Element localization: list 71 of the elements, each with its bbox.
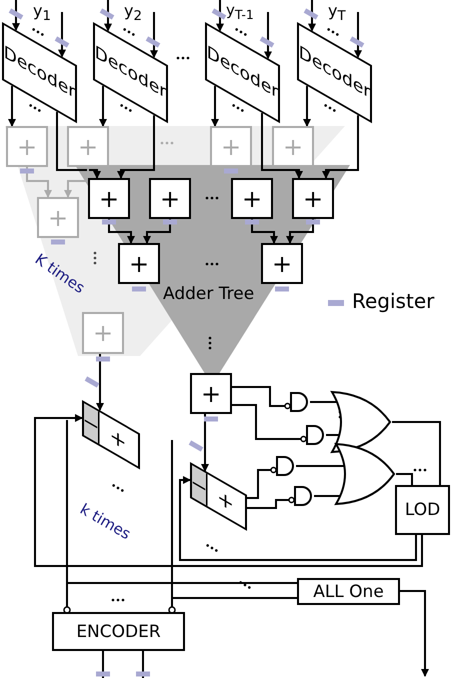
arrow — [8, 86, 16, 127]
or-gate — [330, 390, 392, 454]
logic-block: LOD — [395, 485, 450, 535]
signal-label: y$_{2}$ — [124, 1, 142, 24]
arrow — [96, 354, 104, 411]
wire — [396, 473, 413, 485]
sign-text: − — [192, 467, 206, 504]
arrow — [150, 12, 158, 58]
arrow — [26, 167, 52, 198]
and-gate — [300, 425, 326, 445]
arrow — [303, 86, 311, 127]
wire — [247, 499, 289, 509]
adder-box: + — [149, 178, 191, 219]
wire — [310, 401, 337, 403]
adder-box: + — [82, 312, 124, 354]
arrow — [104, 0, 112, 32]
sign-text: + — [108, 420, 128, 458]
arrow — [179, 476, 417, 561]
arrow — [58, 12, 66, 58]
wire — [232, 386, 285, 407]
adder-box: + — [190, 373, 232, 414]
arrow — [34, 414, 423, 567]
wire — [67, 582, 297, 584]
wire — [102, 651, 104, 678]
wire — [232, 404, 301, 440]
wire — [247, 469, 271, 499]
adder-box: + — [88, 178, 130, 219]
arrow — [12, 0, 20, 32]
adder-box: + — [210, 126, 252, 167]
adder-box: + — [292, 178, 334, 219]
sign-text: − — [84, 405, 98, 442]
wire — [63, 420, 71, 614]
arrow — [322, 115, 359, 179]
and-gate — [270, 456, 296, 476]
arrow — [354, 12, 362, 58]
adder-box: + — [231, 178, 273, 219]
arrow — [99, 86, 107, 127]
adder-box: + — [37, 197, 79, 238]
signal-label: y$_{T-1}$ — [226, 1, 254, 22]
region-label: Adder Tree — [163, 284, 254, 304]
arrow — [201, 414, 209, 472]
sign-text: + — [216, 482, 235, 520]
arrow — [64, 167, 89, 198]
arrow — [400, 590, 429, 677]
or-gate — [334, 442, 396, 506]
wire — [314, 495, 340, 497]
adder-box: + — [272, 126, 314, 167]
wire — [392, 421, 441, 485]
wire — [172, 597, 297, 599]
wire — [168, 440, 176, 614]
arrow — [211, 86, 219, 127]
arrow — [56, 112, 101, 179]
arrow — [261, 112, 303, 179]
logic-block: ENCODER — [52, 612, 185, 651]
adder-box: + — [118, 243, 160, 284]
signal-label: y$_{T}$ — [328, 1, 346, 24]
legend-label: Register — [352, 289, 434, 313]
adder-box: + — [67, 126, 109, 167]
arrow — [308, 0, 316, 32]
and-gate — [288, 486, 314, 506]
adder-box: + — [6, 126, 48, 167]
arrow — [117, 115, 155, 179]
and-gate — [284, 392, 310, 412]
wire — [142, 651, 144, 678]
arrow — [216, 0, 224, 32]
signal-label: y$_{1}$ — [33, 1, 51, 24]
wire — [326, 434, 339, 436]
adder-box: + — [261, 243, 303, 284]
wire — [296, 465, 344, 467]
logic-block: ALL One — [297, 578, 400, 605]
arrow — [264, 12, 272, 60]
